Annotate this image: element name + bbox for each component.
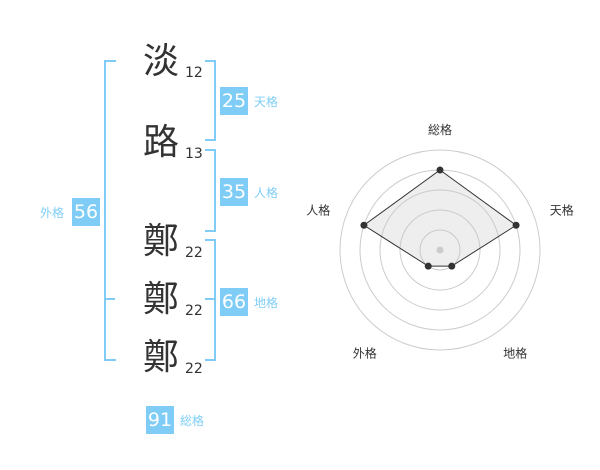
radar-point [448,262,456,270]
stroke-count-1: 12 [185,65,203,81]
radar-axis-label: 総格 [428,122,452,137]
radar-axis-label: 地格 [503,346,527,361]
radar-ring [399,209,481,291]
tenkaku-label: 天格 [254,95,279,109]
name-char-4: 鄭 [142,279,179,320]
radar-point [436,166,444,174]
chikaku-score: 66 [220,288,248,316]
radar-ring [379,189,501,311]
radar-axis-label: 天格 [550,202,574,217]
soukaku-score: 91 [146,406,174,434]
chikaku-bracket-tick [205,298,214,300]
tenkaku-score: 25 [220,87,248,115]
radar-axis-label: 外格 [353,346,377,361]
stroke-count-2: 13 [185,146,203,162]
gaikaku-label: 外格 [40,206,65,220]
jinkaku-score: 35 [220,178,248,206]
name-char-1: 淡 [142,41,179,82]
soukaku-label: 総格 [180,414,205,428]
stroke-count-3: 22 [185,245,203,261]
radar-center [436,246,444,254]
gaikaku-bracket-tick [106,298,115,300]
gaikaku-score: 56 [72,198,100,226]
radar-point [424,262,432,270]
jinkaku-label: 人格 [254,186,279,200]
name-char-2: 路 [142,122,179,163]
radar-ring [339,149,541,351]
stroke-count-5: 22 [185,361,203,377]
chikaku-bracket [205,239,216,361]
radar-ring [419,229,461,271]
name-char-3: 鄭 [142,221,179,262]
jinkaku-bracket [205,149,216,232]
name-char-5: 鄭 [142,337,179,378]
chikaku-label: 地格 [254,296,279,310]
gaikaku-bracket [104,60,116,361]
radar-point [512,221,520,229]
radar-axis-label: 人格 [306,202,330,217]
tenkaku-bracket [205,60,216,141]
radar-point [360,221,368,229]
stroke-count-4: 22 [185,303,203,319]
radar-area [363,169,517,267]
